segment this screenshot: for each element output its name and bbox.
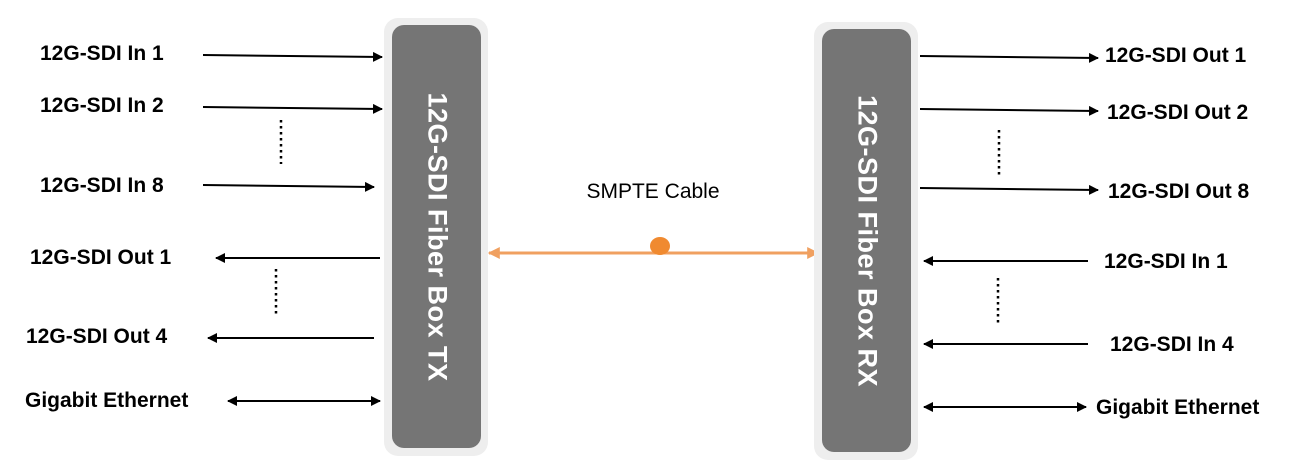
rx-signal-label: 12G-SDI In 4	[1110, 333, 1234, 356]
rx-box-label: 12G-SDI Fiber Box RX	[852, 94, 882, 387]
tx-box: 12G-SDI Fiber Box TX	[392, 25, 481, 448]
tx-arrow-sdi-in-8	[202, 181, 375, 192]
tx-signal-label: 12G-SDI Out 1	[30, 246, 172, 269]
tx-signal-label: Gigabit Ethernet	[25, 389, 189, 412]
tx-arrow-sdi-in-1	[202, 51, 383, 62]
rx-signal-label: 12G-SDI Out 2	[1107, 101, 1249, 124]
rx-box: 12G-SDI Fiber Box RX	[822, 29, 911, 452]
tx-box-label: 12G-SDI Fiber Box TX	[422, 91, 452, 382]
smpte-cable-dot	[650, 237, 670, 255]
rx-signal-label: Gigabit Ethernet	[1096, 396, 1260, 419]
tx-signal-label: 12G-SDI In 2	[40, 94, 164, 117]
tx-signal-label: 12G-SDI Out 4	[26, 325, 168, 348]
rx-signal-label: 12G-SDI Out 8	[1108, 180, 1250, 203]
tx-signal-label: 12G-SDI In 8	[40, 174, 164, 197]
rx-signal-label: 12G-SDI Out 1	[1105, 44, 1247, 67]
rx-arrow-sdi-out-1	[919, 52, 1099, 63]
rx-signal-label: 12G-SDI In 1	[1104, 250, 1228, 273]
smpte-cable-label: SMPTE Cable	[586, 180, 720, 203]
tx-signal-label: 12G-SDI In 1	[40, 42, 164, 65]
tx-arrow-sdi-in-2	[202, 103, 383, 114]
rx-arrow-sdi-out-2	[919, 105, 1099, 116]
rx-arrow-sdi-out-8	[919, 184, 1099, 195]
